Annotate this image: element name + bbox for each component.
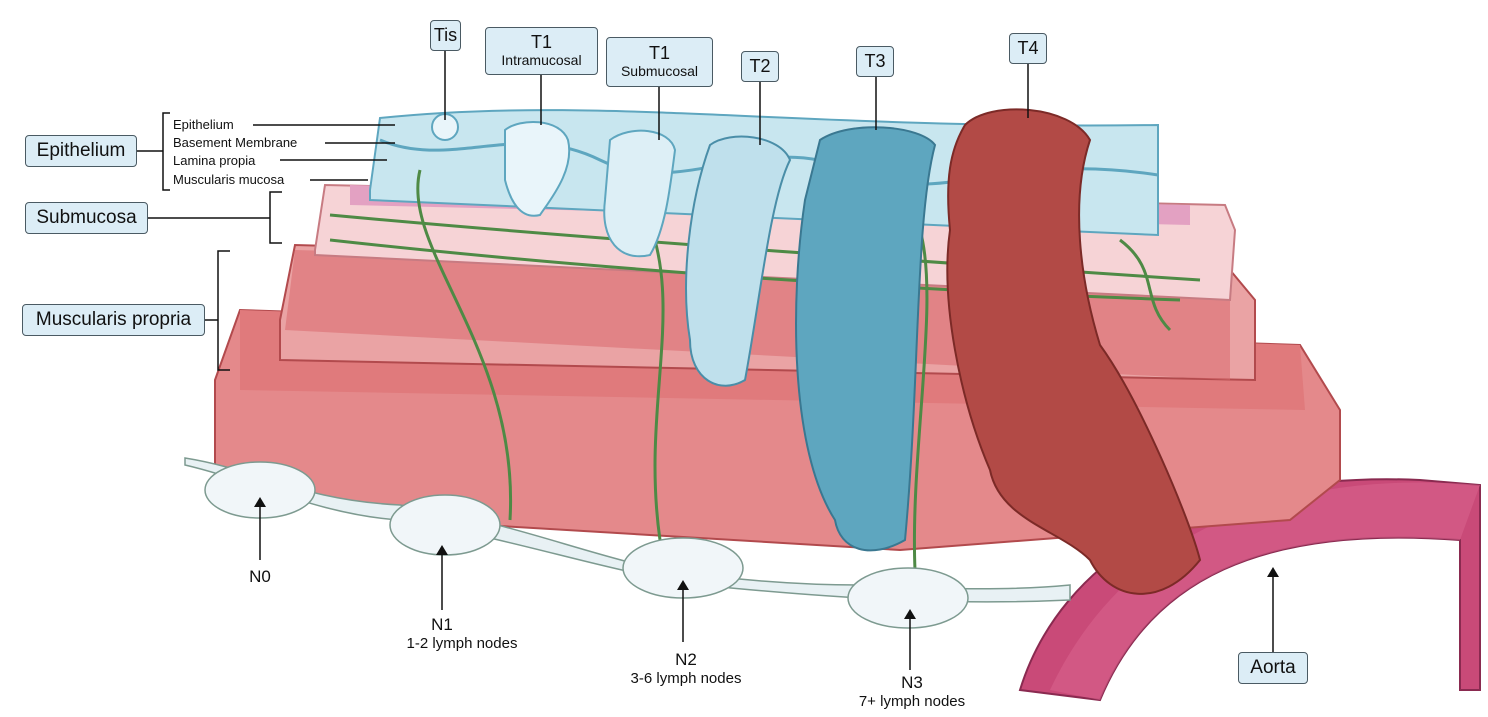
desc-text: 3-6 lymph nodes <box>630 669 742 687</box>
label-tis: Tis <box>430 20 461 51</box>
label-t2-text: T2 <box>749 55 771 76</box>
label-epithelium-text: Epithelium <box>36 139 126 161</box>
label-t2: T2 <box>741 51 779 82</box>
lymph-node-n1 <box>389 494 501 556</box>
desc-text: Submucosal <box>620 63 699 80</box>
stage-text: N1 <box>431 615 453 634</box>
tumor-t2 <box>685 135 792 387</box>
stage-text: N3 <box>901 673 923 692</box>
tumor-t4 <box>946 108 1202 595</box>
lymph-node-n3 <box>847 567 969 629</box>
desc-text: 1-2 lymph nodes <box>406 634 518 652</box>
stage-text: T1 <box>530 32 552 53</box>
sublayer-lamina-propia: Lamina propia <box>173 153 256 168</box>
sublayer-epithelium: Epithelium <box>173 117 234 132</box>
label-tis-text: Tis <box>433 24 458 45</box>
label-t3-text: T3 <box>864 50 886 71</box>
label-t4: T4 <box>1009 33 1047 64</box>
tumor-t1-intramucosal <box>504 121 571 217</box>
tumor-t3 <box>795 126 937 552</box>
label-muscularis-propria-text: Muscularis propria <box>35 308 192 330</box>
desc-text: 7+ lymph nodes <box>858 692 966 710</box>
stage-text: N0 <box>249 567 271 586</box>
tumors <box>431 108 1202 595</box>
label-muscularis-propria: Muscularis propria <box>22 304 205 336</box>
stage-text: T1 <box>648 43 670 64</box>
tumor-t1-submucosal <box>603 129 677 258</box>
label-aorta-text: Aorta <box>1250 656 1296 678</box>
stage-text: N2 <box>675 650 697 669</box>
label-t4-text: T4 <box>1017 37 1039 58</box>
label-n0: N0 <box>249 567 271 587</box>
label-submucosa: Submucosa <box>25 202 148 234</box>
label-t3: T3 <box>856 46 894 77</box>
label-aorta: Aorta <box>1238 652 1308 684</box>
sublayer-muscularis-mucosa: Muscularis mucosa <box>173 172 285 187</box>
sublayer-basement-membrane: Basement Membrane <box>173 135 298 150</box>
desc-text: Intramucosal <box>501 52 582 69</box>
label-epithelium: Epithelium <box>25 135 137 167</box>
label-submucosa-text: Submucosa <box>36 206 137 228</box>
